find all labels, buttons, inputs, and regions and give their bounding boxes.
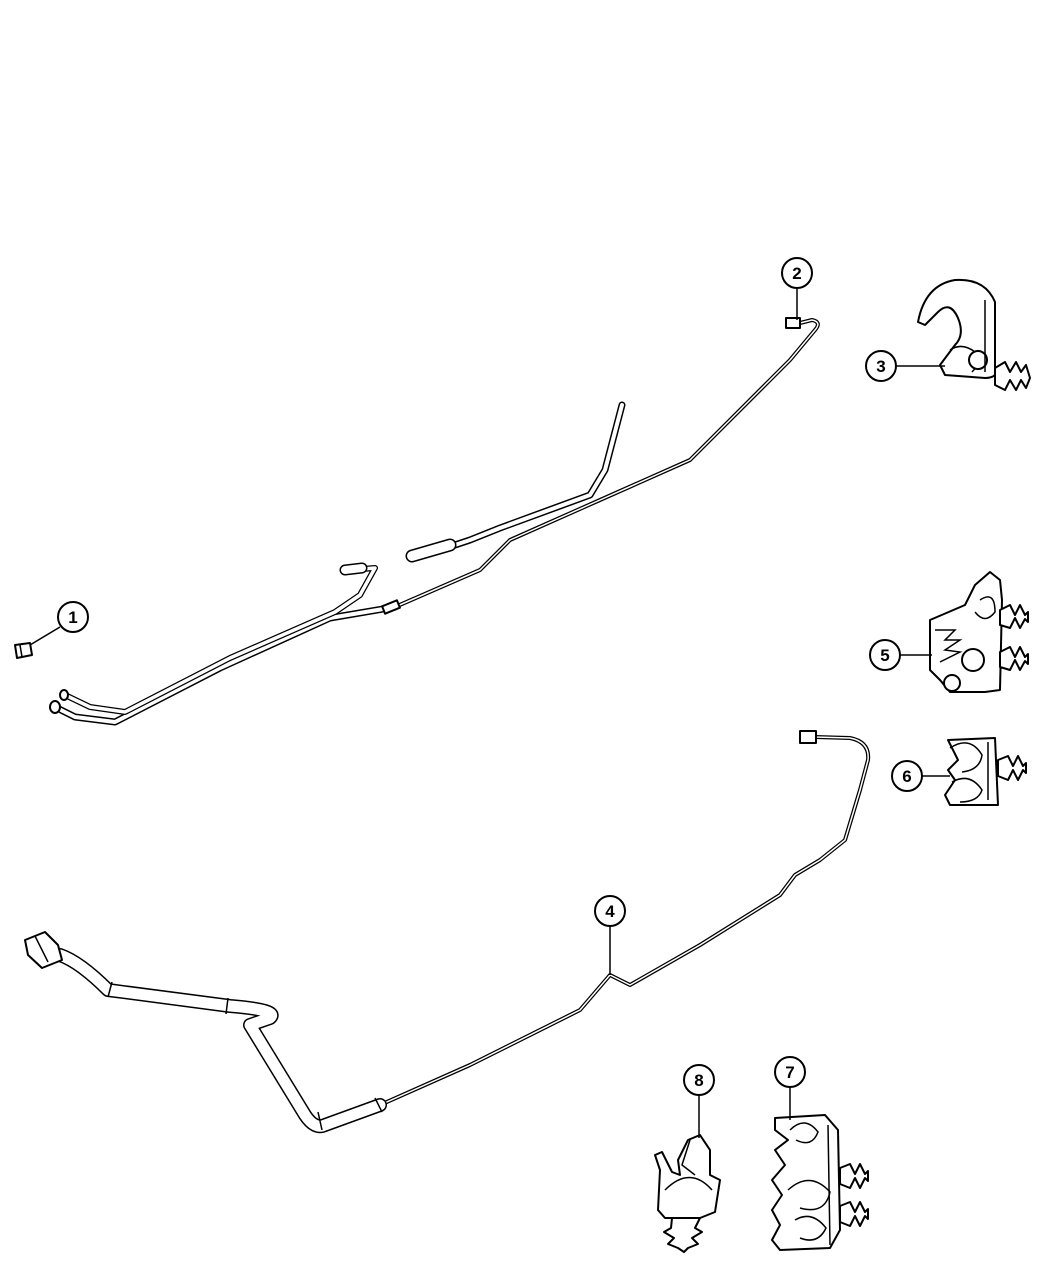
part-3-clip — [917, 278, 1031, 391]
upper-branch-tube — [436, 401, 626, 554]
part-6-clip — [944, 737, 1027, 806]
lower-fuel-line-assembly — [24, 730, 871, 1134]
callout-4: 4 — [594, 895, 626, 975]
callout-6-label: 6 — [902, 767, 911, 786]
callout-6: 6 — [891, 760, 950, 792]
callout-7: 7 — [774, 1056, 806, 1120]
part-1-clip — [14, 642, 33, 659]
part-7-clip — [771, 1114, 869, 1251]
part-4-end-connector — [799, 730, 817, 744]
part-8-clip — [654, 1134, 721, 1253]
callout-8: 8 — [683, 1064, 715, 1138]
callout-4-label: 4 — [605, 902, 615, 921]
callout-5: 5 — [869, 639, 932, 671]
part-5-clip — [929, 571, 1029, 693]
callout-8-label: 8 — [694, 1071, 703, 1090]
callout-3: 3 — [865, 350, 945, 382]
upper-bundle-tube-b — [62, 565, 378, 715]
upper-fuel-line-assembly — [49, 317, 820, 726]
callout-1-label: 1 — [68, 608, 77, 627]
part-2-connector — [785, 317, 801, 329]
callout-2-label: 2 — [792, 264, 801, 283]
callout-1: 1 — [29, 601, 89, 646]
callout-2: 2 — [781, 257, 813, 320]
callout-5-label: 5 — [880, 646, 889, 665]
lower-thick-hose — [53, 948, 387, 1134]
lower-thin-line — [378, 735, 871, 1107]
callout-7-label: 7 — [785, 1063, 794, 1082]
callout-3-label: 3 — [876, 357, 885, 376]
